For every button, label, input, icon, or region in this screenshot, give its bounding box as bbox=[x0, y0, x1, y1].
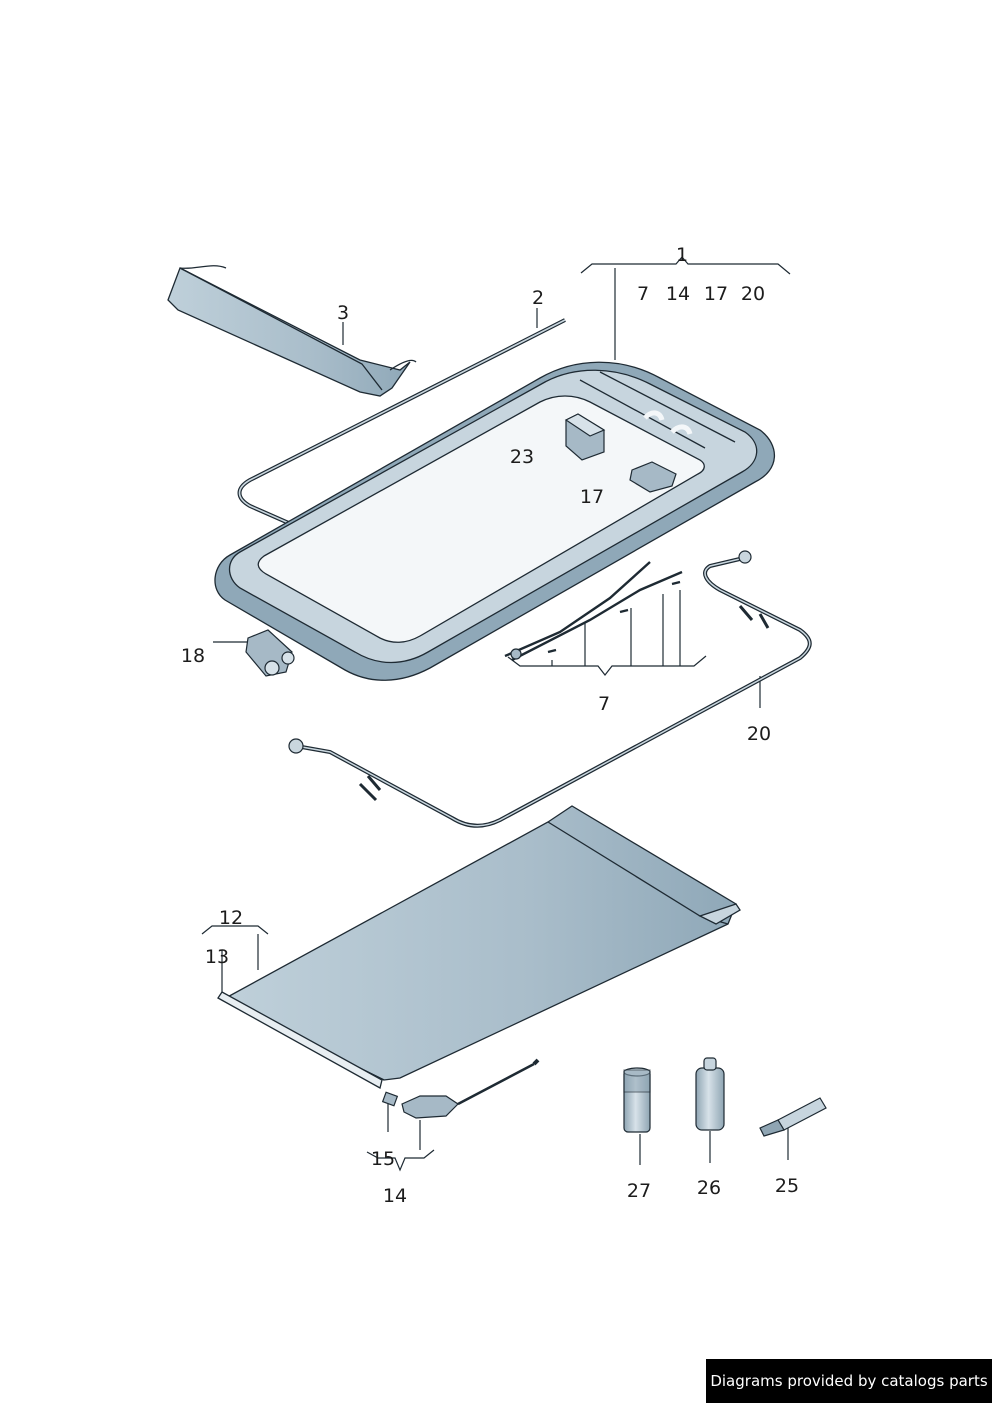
grease-bottle-part bbox=[695, 1057, 725, 1131]
cleaner-can-part bbox=[623, 1067, 651, 1133]
sunroof-frame-part bbox=[214, 361, 776, 681]
callout-18: 18 bbox=[180, 645, 206, 667]
callout-15: 15 bbox=[370, 1148, 396, 1170]
cable-part-14 bbox=[381, 1058, 540, 1119]
guide-mechanism-part-7 bbox=[504, 561, 683, 662]
callout-20: 20 bbox=[746, 723, 772, 745]
callout-17: 17 bbox=[579, 486, 605, 508]
callout-1-sub-14: 14 bbox=[665, 283, 691, 305]
callout-1: 1 bbox=[675, 244, 689, 266]
callout-13: 13 bbox=[204, 946, 230, 968]
motor-part-18 bbox=[245, 629, 295, 677]
callout-1-sub-20: 20 bbox=[740, 283, 766, 305]
tube-part bbox=[759, 1097, 827, 1137]
wind-deflector-part bbox=[167, 265, 417, 397]
callout-12: 12 bbox=[218, 907, 244, 929]
callout-1-sub-7: 7 bbox=[636, 283, 650, 305]
callout-7: 7 bbox=[597, 693, 611, 715]
clip-part-23 bbox=[564, 413, 606, 461]
callout-26: 26 bbox=[696, 1177, 722, 1199]
callout-2: 2 bbox=[531, 287, 545, 309]
callout-27: 27 bbox=[626, 1180, 652, 1202]
callout-3: 3 bbox=[336, 302, 350, 324]
callout-25: 25 bbox=[774, 1175, 800, 1197]
pad-part-17 bbox=[629, 461, 677, 493]
credit-banner: Diagrams provided by catalogs parts bbox=[706, 1359, 992, 1403]
sunshade-panel-part bbox=[217, 805, 741, 1089]
callout-1-sub-17: 17 bbox=[703, 283, 729, 305]
callout-14: 14 bbox=[382, 1185, 408, 1207]
callout-23: 23 bbox=[509, 446, 535, 468]
